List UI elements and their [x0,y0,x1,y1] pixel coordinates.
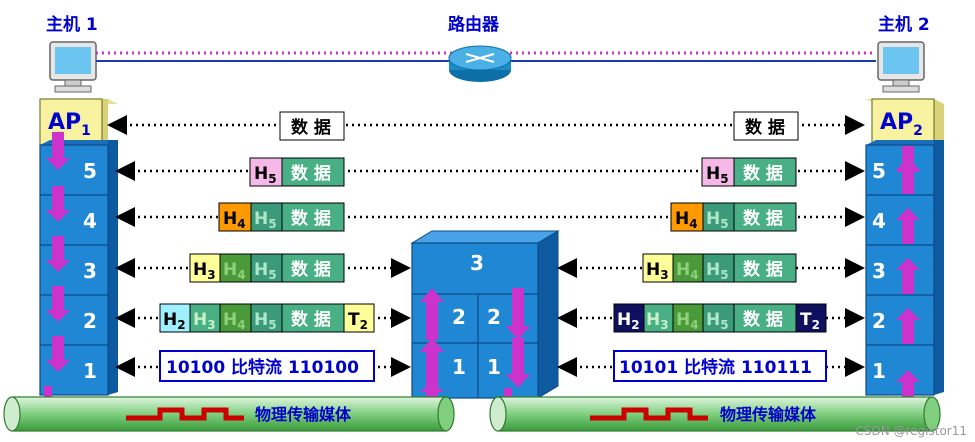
h5-in-l4-label-left: H5 [254,209,277,231]
bitstream-box-right [613,350,827,382]
h5-in-l2-left [250,303,283,333]
h5-in-l3-label-left: H5 [254,260,277,282]
h4-in-l2-label-right: H4 [676,310,699,332]
ap-data-label-left: 数 据 [291,117,331,138]
h3-box-right [642,253,674,283]
bitstream-label-left: 10100 比特流 110100 [166,357,359,378]
host1-label: 主机 1 [46,14,98,35]
data5-label-left: 数 据 [291,163,331,184]
h1-layer-1: 1 [83,359,97,383]
computer-2-icon [877,41,925,93]
router-layer-3: 3 [470,251,484,275]
data4-label-right: 数 据 [743,208,783,229]
ap1-label: AP1 [48,110,91,139]
data4-label-left: 数 据 [291,208,331,229]
router-label: 路由器 [448,14,500,35]
h2-layer-3: 3 [872,259,886,283]
h2-label-left: H2 [163,310,186,332]
data5-box-left [281,157,345,187]
data2-label-left: 数 据 [291,309,331,330]
peer-arrows [107,115,865,377]
router-layer-2-right: 2 [487,305,501,329]
data3-box-left [281,253,345,283]
medium-label-right: 物理传输媒体 [720,405,817,424]
t2-label-left: T2 [348,310,368,332]
h4-in-l2-right [672,303,704,333]
h1-layer-2: 2 [83,309,97,333]
host2-stack [860,98,944,420]
router-layer-1-left: 1 [452,355,466,379]
h5-in-l4-label-right: H5 [706,209,729,231]
ap2-label: AP2 [880,110,923,139]
h5-in-l3-left [250,253,283,283]
data3-box-right [733,253,797,283]
h5-box-right [701,157,735,187]
h3-in-l2-label-left: H3 [193,310,216,332]
h3-box-left [189,253,221,283]
bitstream-box-left [159,350,375,382]
h2-layer-1: 1 [872,359,886,383]
ap-data-box-left [279,111,345,141]
h4-label-left: H4 [223,209,246,231]
h3-in-l2-left [189,303,221,333]
h1-layer-5: 5 [83,159,97,183]
h2-label-right: H2 [617,310,640,332]
h4-in-l3-label-right: H4 [676,260,699,282]
medium-left [3,396,455,432]
h2-layer-5: 5 [872,159,886,183]
h3-label-right: H3 [646,260,669,282]
t2-box-right [795,303,827,333]
data4-box-left [281,202,345,232]
router-stack [404,230,560,430]
h4-in-l2-left [219,303,252,333]
bitstream-label-right: 10101 比特流 110111 [619,357,812,378]
data3-label-right: 数 据 [743,259,783,280]
router-layer-2-left: 2 [452,305,466,329]
data5-box-right [733,157,797,187]
h5-in-l2-right [702,303,735,333]
medium-right [489,396,941,432]
ap-data-label-right: 数 据 [745,117,785,138]
watermark: CSDN @registor11 [855,424,967,438]
h5-in-l2-label-right: H5 [706,310,729,332]
h3-label-left: H3 [193,260,216,282]
data2-box-right [733,303,797,333]
h5-in-l2-label-left: H5 [254,310,277,332]
h3-in-l2-right [643,303,674,333]
h4-in-l3-label-left: H4 [223,260,246,282]
router-layer-1-right: 1 [487,355,501,379]
h1-layer-3: 3 [83,259,97,283]
data5-label-right: 数 据 [743,163,783,184]
host2-label: 主机 2 [878,14,930,35]
data3-label-left: 数 据 [291,259,331,280]
h3-in-l2-label-right: H3 [646,310,669,332]
computer-1-icon [49,41,97,93]
t2-label-right: T2 [800,310,820,332]
h2-box-right [613,303,645,333]
data2-box-left [281,303,345,333]
data4-box-right [733,202,797,232]
data2-label-right: 数 据 [743,309,783,330]
ap-data-box-right [733,111,799,141]
h2-layer-4: 4 [872,209,886,233]
t2-box-left [343,303,375,333]
h2-layer-2: 2 [872,309,886,333]
h5-in-l4-right [702,202,735,232]
h4-in-l3-right [672,253,704,283]
h5-in-l3-label-right: H5 [706,260,729,282]
h1-layer-4: 4 [83,209,97,233]
h4-box-left [218,202,252,232]
h4-box-right [670,202,704,232]
host1-stack [39,98,118,428]
router-icon [448,45,512,82]
h5-label-left: H5 [254,164,277,186]
h5-label-right: H5 [706,164,729,186]
medium-label-left: 物理传输媒体 [255,405,352,424]
h5-in-l3-right [702,253,735,283]
h4-in-l2-label-left: H4 [223,310,246,332]
h4-label-right: H4 [675,209,698,231]
